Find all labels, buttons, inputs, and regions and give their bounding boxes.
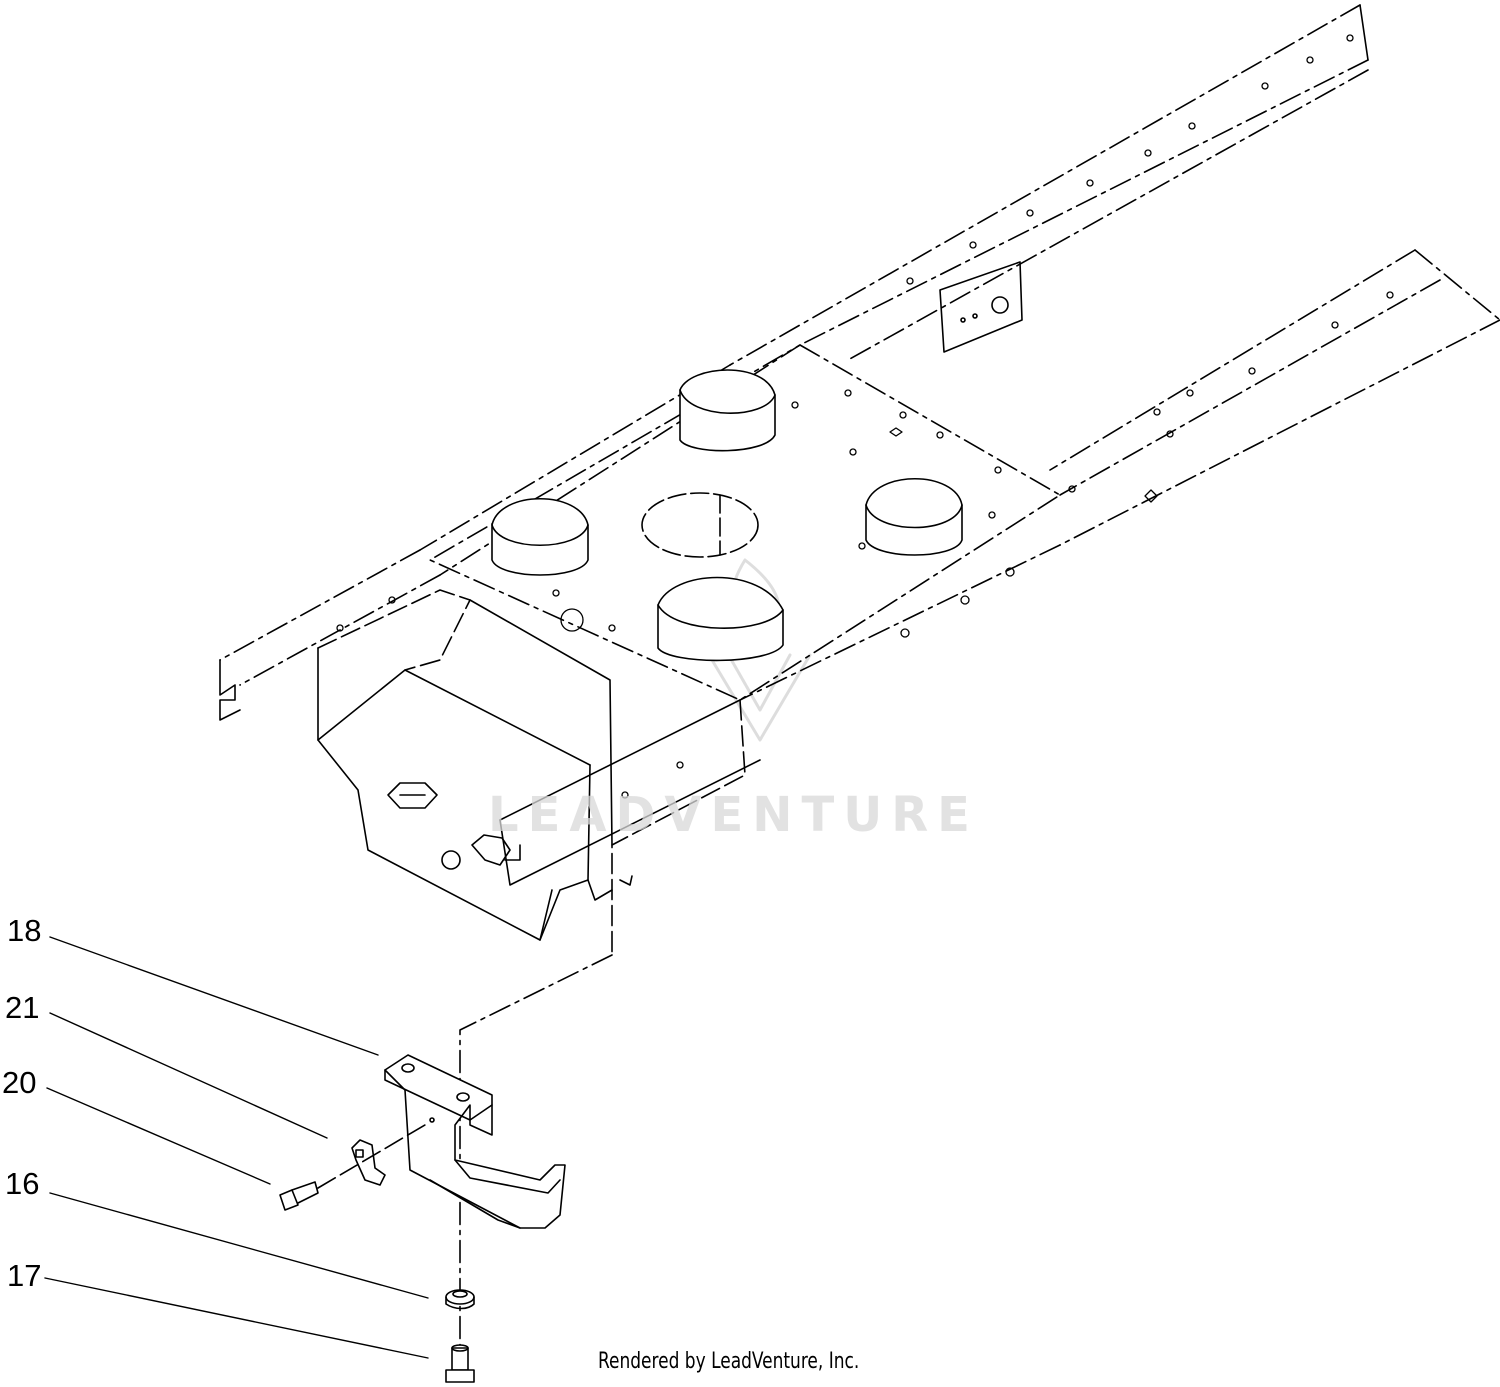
isolator-mount-bottom <box>657 576 784 662</box>
leader-line-16 <box>49 1192 429 1299</box>
frame-holes <box>336 34 1394 799</box>
bolt-part-20 <box>279 1121 431 1211</box>
leader-lines <box>44 936 429 1359</box>
callout-17: 17 <box>7 1258 42 1293</box>
leader-line-18 <box>49 936 379 1056</box>
callout-18: 18 <box>7 913 42 948</box>
isolator-mount-right <box>865 478 963 556</box>
washer-part-16 <box>445 1289 475 1310</box>
callout-16: 16 <box>5 1166 40 1201</box>
callout-20: 20 <box>2 1065 37 1100</box>
leader-line-17 <box>44 1277 429 1359</box>
bracket-part-18 <box>384 1054 566 1229</box>
clamp-part-21 <box>351 1139 386 1186</box>
bolt-part-17 <box>445 1344 475 1383</box>
watermark-text: LEADVENTURE <box>488 787 979 843</box>
leader-line-21 <box>49 1012 328 1139</box>
mounting-plate <box>429 344 1061 701</box>
isolator-mount-top <box>679 369 776 452</box>
center-opening <box>641 492 759 558</box>
engine-housing <box>317 589 746 1346</box>
callout-21: 21 <box>5 990 40 1025</box>
rail-mount-tab <box>939 261 1023 353</box>
credit-text: Rendered by LeadVenture, Inc. <box>598 1349 860 1374</box>
isolator-mount-left <box>491 498 589 576</box>
leader-line-20 <box>46 1087 271 1185</box>
